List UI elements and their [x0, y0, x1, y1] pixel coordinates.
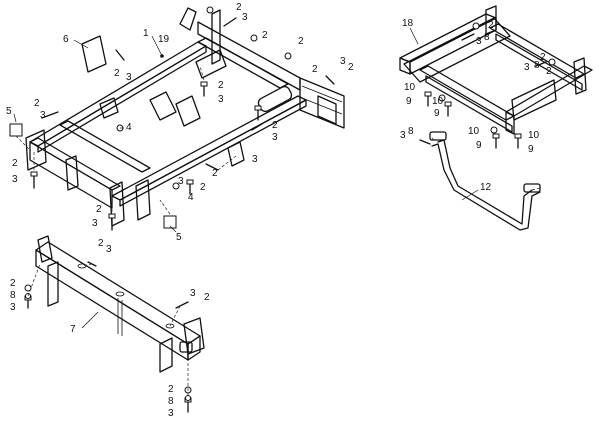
callout-3: 3 — [340, 56, 346, 67]
callout-2: 2 — [10, 278, 16, 289]
reference-dot — [160, 54, 164, 58]
callout-2: 2 — [262, 30, 268, 41]
callout-9: 9 — [528, 144, 534, 155]
callout-3: 3 — [400, 130, 406, 141]
callout-3: 3 — [242, 12, 248, 23]
callout-8: 8 — [10, 290, 16, 301]
callout-2: 2 — [272, 120, 278, 131]
callout-6: 6 — [63, 34, 69, 45]
callout-3: 3 — [10, 302, 16, 313]
callout-2: 2 — [348, 62, 354, 73]
assembly-lines — [15, 65, 541, 396]
callout-2: 2 — [96, 204, 102, 215]
callout-10: 10 — [404, 82, 416, 93]
callout-10: 10 — [432, 96, 444, 107]
callout-labels: 1 19 6 18 12 7 5 5 4 4 2 3 2 2 3 2 3 2 2… — [6, 2, 552, 419]
block-part — [9, 123, 23, 137]
callout-2: 2 — [488, 20, 494, 31]
callout-8: 8 — [534, 60, 540, 71]
callout-2: 2 — [168, 384, 174, 395]
callout-2: 2 — [98, 238, 104, 249]
callout-4: 4 — [126, 122, 132, 133]
callout-1: 1 — [143, 28, 149, 39]
callout-3: 3 — [272, 132, 278, 143]
handle — [429, 131, 541, 231]
callout-2: 2 — [546, 66, 552, 77]
callout-2: 2 — [236, 2, 242, 13]
callout-3: 3 — [168, 408, 174, 419]
callout-8: 8 — [168, 396, 174, 407]
callout-3: 3 — [12, 174, 18, 185]
callout-2: 2 — [114, 68, 120, 79]
callout-18: 18 — [402, 18, 414, 29]
callout-3: 3 — [92, 218, 98, 229]
callout-2: 2 — [298, 36, 304, 47]
right-subframe — [399, 5, 593, 135]
callout-2: 2 — [200, 182, 206, 193]
callout-2: 2 — [212, 168, 218, 179]
callout-7: 7 — [70, 324, 76, 335]
block-part — [163, 215, 177, 229]
callout-3: 3 — [218, 94, 224, 105]
callout-2: 2 — [12, 158, 18, 169]
callout-2: 2 — [204, 292, 210, 303]
callout-3: 3 — [524, 62, 530, 73]
callout-2: 2 — [540, 52, 546, 63]
callout-2: 2 — [312, 64, 318, 75]
callout-5: 5 — [176, 232, 182, 243]
callout-8: 8 — [408, 126, 414, 137]
callout-9: 9 — [434, 108, 440, 119]
callout-10: 10 — [468, 126, 480, 137]
callout-19: 19 — [158, 34, 170, 45]
callout-12: 12 — [480, 182, 492, 193]
callout-3: 3 — [106, 244, 112, 255]
callout-5: 5 — [6, 106, 12, 117]
callout-3: 3 — [126, 72, 132, 83]
callout-2: 2 — [218, 80, 224, 91]
leader-lines — [13, 27, 479, 329]
callout-10: 10 — [528, 130, 540, 141]
callout-3: 3 — [40, 110, 46, 121]
callout-3: 3 — [178, 176, 184, 187]
callout-9: 9 — [476, 140, 482, 151]
callout-3: 3 — [190, 288, 196, 299]
callout-4: 4 — [188, 192, 194, 203]
callout-3: 3 — [476, 36, 482, 47]
callout-8: 8 — [484, 32, 490, 43]
callout-2: 2 — [34, 98, 40, 109]
callout-9: 9 — [406, 96, 412, 107]
main-frame — [25, 7, 345, 227]
callout-3: 3 — [252, 154, 258, 165]
fasteners — [24, 6, 556, 413]
front-beam — [35, 235, 205, 373]
